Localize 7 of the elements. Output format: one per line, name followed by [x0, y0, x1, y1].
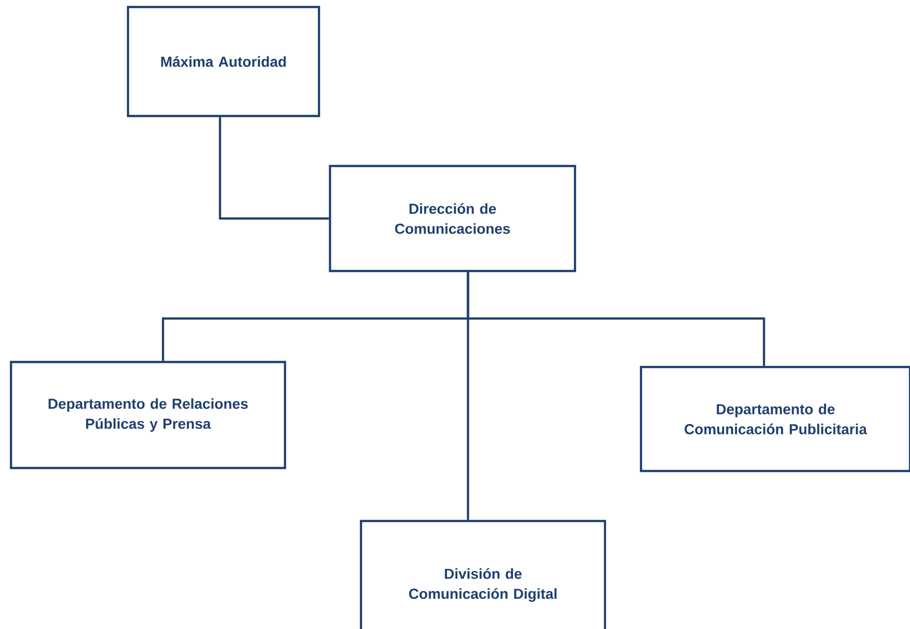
org-box: División de Comunicación Digital [360, 520, 606, 629]
org-box: Departamento de Comunicación Publicitaria [640, 366, 910, 472]
org-box: Dirección de Comunicaciones [328, 164, 576, 272]
org-box: Departamento de Relaciones Públicas y Prensa [10, 360, 286, 470]
connector-line [218, 117, 329, 220]
org-box: Máxima Autoridad [126, 6, 320, 118]
connector-line [466, 272, 470, 520]
